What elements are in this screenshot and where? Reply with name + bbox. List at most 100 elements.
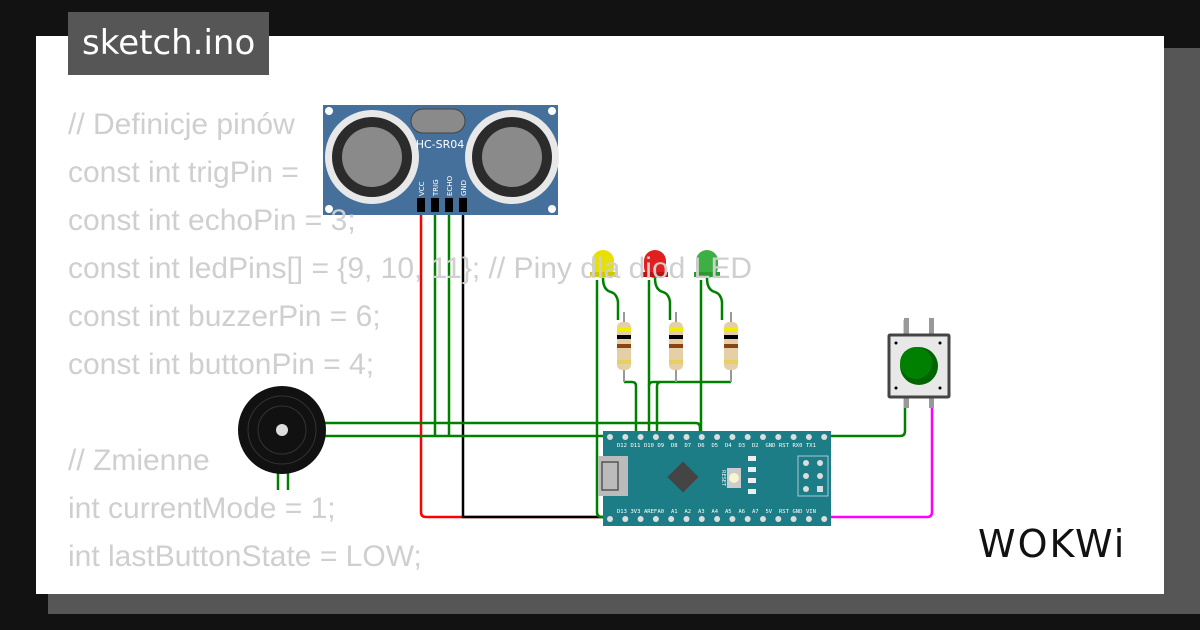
header-pin[interactable] xyxy=(790,516,797,522)
code-line: int lastButtonState = LOW; xyxy=(68,540,422,573)
pin-label: AREF xyxy=(644,509,657,515)
sensor-label: HC-SR04 xyxy=(416,138,465,151)
pin-label: D10 xyxy=(644,443,654,449)
pin-label: A1 xyxy=(671,509,678,515)
header-pin[interactable] xyxy=(729,434,736,440)
pin-label: TX1 xyxy=(806,443,816,449)
pin-label: VCC xyxy=(418,181,426,196)
pin-label: D4 xyxy=(725,443,732,449)
push-button[interactable] xyxy=(887,318,951,408)
code-line: // Zmienne xyxy=(68,444,210,477)
file-title: sketch.ino xyxy=(68,12,270,75)
buzzer[interactable] xyxy=(238,386,326,474)
code-line: const int echoPin = 3; xyxy=(68,204,356,237)
header-pin[interactable] xyxy=(652,516,659,522)
resistors[interactable] xyxy=(617,312,738,382)
header-pin[interactable] xyxy=(744,516,751,522)
transducer-left xyxy=(325,110,419,204)
pin-label: 5V xyxy=(766,509,773,515)
resistor xyxy=(617,312,631,382)
usb-connector xyxy=(598,456,628,496)
header-pin[interactable] xyxy=(760,434,766,440)
header-pin[interactable] xyxy=(683,434,690,440)
header-pin[interactable] xyxy=(714,434,721,440)
pin-label: D7 xyxy=(685,443,692,449)
header-pin[interactable] xyxy=(775,516,782,522)
pin-label: D12 xyxy=(617,443,627,449)
pin-label: A3 xyxy=(698,509,705,515)
reset-button xyxy=(729,473,739,483)
header-pin[interactable] xyxy=(668,434,675,440)
pin-label: RST xyxy=(779,443,790,449)
code-line: // Definicje pinów xyxy=(68,108,295,141)
header-pin[interactable] xyxy=(760,516,766,522)
pin-label: D6 xyxy=(698,443,705,449)
pin-label: RX0 xyxy=(793,443,803,449)
code-line: const int buttonPin = 4; xyxy=(68,348,375,381)
pin-label: A6 xyxy=(739,509,746,515)
pin-label: D9 xyxy=(658,443,665,449)
pin-label: D2 xyxy=(752,443,759,449)
header-pin[interactable] xyxy=(698,516,705,522)
resistor xyxy=(669,312,683,382)
header-pin[interactable] xyxy=(607,434,613,440)
mcu-chip xyxy=(667,461,699,493)
header-pin[interactable] xyxy=(683,516,690,522)
header-pin[interactable] xyxy=(775,434,782,440)
pin-label: D8 xyxy=(671,443,678,449)
pin-label: 3V3 xyxy=(631,509,641,515)
pin-label: RST xyxy=(779,509,790,515)
header-pin[interactable] xyxy=(652,434,659,440)
header-pin[interactable] xyxy=(622,434,629,440)
pin-label: D5 xyxy=(712,443,719,449)
pin-label: D11 xyxy=(631,443,641,449)
code-listing: // Definicje pinów const int trigPin = c… xyxy=(68,106,752,586)
header-pin[interactable] xyxy=(821,434,828,440)
header-pin[interactable] xyxy=(744,434,751,440)
transducer-right xyxy=(465,110,559,204)
resistor xyxy=(724,312,738,382)
wire-led-leg xyxy=(601,277,724,320)
led-green[interactable] xyxy=(694,250,720,278)
pin-label: D3 xyxy=(739,443,746,449)
wire-res-23 xyxy=(647,380,731,437)
pin-label: GND xyxy=(460,180,468,196)
pin-label: D13 xyxy=(617,509,627,515)
pin-label: A0 xyxy=(658,509,665,515)
header-pin[interactable] xyxy=(607,516,613,522)
led-yellow[interactable] xyxy=(590,250,616,278)
header-pin[interactable] xyxy=(729,516,736,522)
header-pin[interactable] xyxy=(622,516,629,522)
code-line: int currentMode = 1; xyxy=(68,492,336,525)
code-line: const int trigPin = xyxy=(68,156,299,189)
header-pin[interactable] xyxy=(668,516,675,522)
header-pin[interactable] xyxy=(790,434,797,440)
wokwi-logo: WOKWi xyxy=(978,522,1127,566)
pin-label: A2 xyxy=(685,509,692,515)
header-pin[interactable] xyxy=(821,516,828,522)
preview-panel xyxy=(36,36,1164,594)
header-pin[interactable] xyxy=(637,516,644,522)
wire-res-1 xyxy=(624,380,638,437)
header-pin[interactable] xyxy=(714,516,721,522)
code-line xyxy=(68,394,752,442)
pin-label: A5 xyxy=(725,509,732,515)
pin-label: ECHO xyxy=(446,175,454,196)
header-pin[interactable] xyxy=(698,434,705,440)
reset-label: RESET xyxy=(720,470,726,487)
header-pin[interactable] xyxy=(637,434,644,440)
wire-led-1 xyxy=(595,280,610,519)
led-red[interactable] xyxy=(642,250,668,278)
header-pin[interactable] xyxy=(805,434,812,440)
pin-label: GND xyxy=(766,443,776,449)
hc-sr04-sensor[interactable]: HC-SR04 VCC TRIG ECHO GND xyxy=(323,105,559,215)
code-line: const int ledPins[] = {9, 10, 11}; // Pi… xyxy=(68,252,753,285)
code-line: const int buzzerPin = 6; xyxy=(68,300,381,333)
wire-button xyxy=(800,400,934,519)
pin-label: A4 xyxy=(712,509,719,515)
wire-vcc xyxy=(419,215,640,519)
pin-label: TRIG xyxy=(432,179,440,197)
header-pin[interactable] xyxy=(805,516,812,522)
